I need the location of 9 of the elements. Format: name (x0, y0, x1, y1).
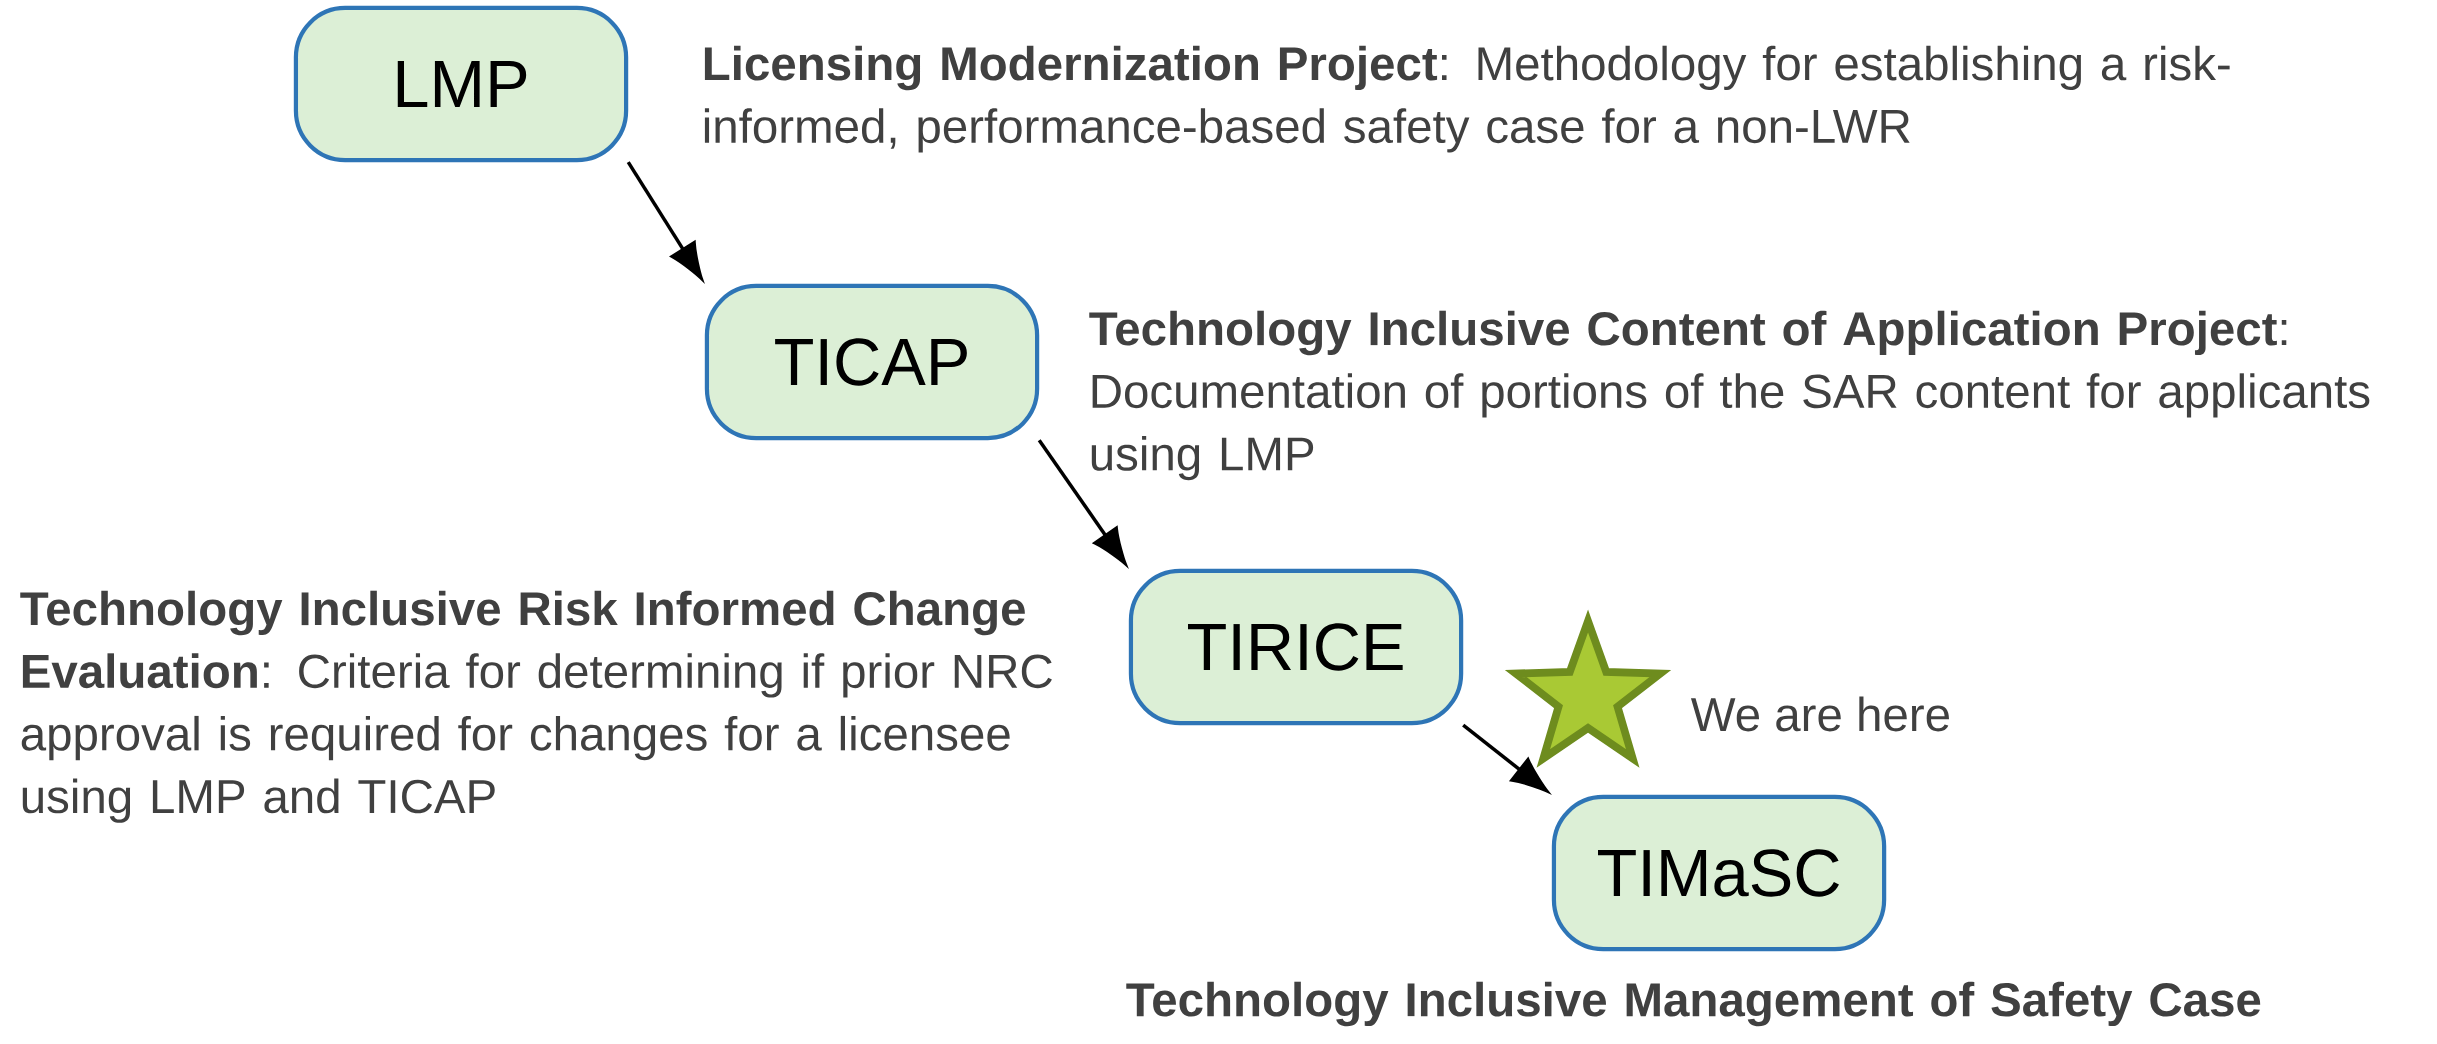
note-text: We are here (1690, 696, 1949, 732)
description-text: Technology Inclusive Risk Informed Change Evaluation: Criteria for determining if prior NRC approval is required for changes for a licensee using LMP and TICAP (20, 590, 1052, 823)
description-text: Licensing Modernization Project: Methodology for establishing a risk-informed, performance-based safety case for a non-LWR (704, 45, 2230, 153)
description-text: Technology Inclusive Content of Application Project: Documentation of portions of the SAR content for applicants using LMP (1089, 310, 2370, 481)
description-text: Technology Inclusive Management of Safety Case (1126, 981, 2261, 1027)
process-box: TIRICE (1128, 568, 1464, 726)
process-box: TICAP (704, 283, 1040, 441)
process-box: TIMaSC (1551, 794, 1887, 952)
process-box: LMP (293, 5, 629, 163)
